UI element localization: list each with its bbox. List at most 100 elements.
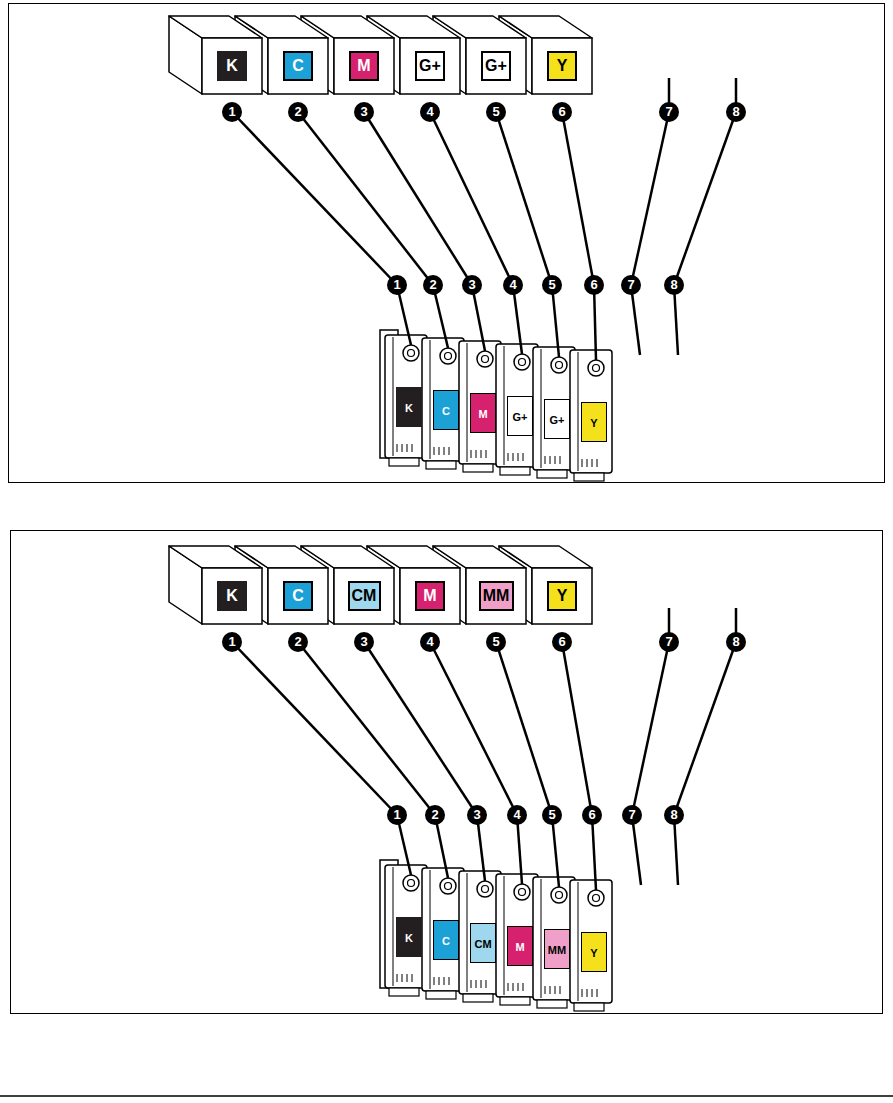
cartridge-cap xyxy=(408,350,415,357)
ink-box-front xyxy=(466,568,526,624)
cartridge-body xyxy=(570,350,612,473)
callout-number: 1 xyxy=(387,805,407,825)
cartridge-contact xyxy=(407,444,408,452)
cartridge-label: Y xyxy=(581,932,607,972)
cartridge-edge xyxy=(541,879,542,998)
callout-number: 5 xyxy=(542,805,562,825)
cartridge-body xyxy=(385,865,427,988)
cartridge-edge xyxy=(504,346,505,465)
leader-line xyxy=(674,112,736,285)
cartridge-edge xyxy=(467,343,468,462)
cartridge-edge xyxy=(578,352,579,471)
ink-label: CM xyxy=(348,581,381,611)
cartridge-foot xyxy=(463,994,493,1002)
cartridge-contact xyxy=(508,453,509,461)
cartridge-label: G+ xyxy=(544,399,570,439)
cartridge-body xyxy=(496,874,538,997)
cartridge-edge xyxy=(393,337,394,456)
callout-number: 3 xyxy=(462,275,482,295)
leader-line xyxy=(631,285,640,355)
leader-line xyxy=(364,642,477,815)
leader-line xyxy=(513,285,522,354)
cartridge-foot xyxy=(500,997,530,1005)
callout-number: 1 xyxy=(387,275,407,295)
cartridge-label: C xyxy=(433,390,459,430)
cartridge-contact xyxy=(555,986,556,994)
cartridge-contact xyxy=(434,447,435,455)
ink-letter: CM xyxy=(352,587,377,605)
callout-number: 3 xyxy=(354,632,374,652)
cartridge-contact xyxy=(397,974,398,982)
ink-letter: Y xyxy=(557,587,568,605)
cartridge-contact xyxy=(449,977,450,985)
ink-box-front xyxy=(532,568,592,624)
callout-number: 7 xyxy=(659,632,679,652)
ink-box-front xyxy=(202,38,262,94)
ink-box-top xyxy=(169,16,262,38)
cartridge-contact xyxy=(582,459,583,467)
cartridge-contact xyxy=(560,986,561,994)
ink-label: Y xyxy=(547,581,577,611)
ink-label: MM xyxy=(479,581,514,611)
leader-line xyxy=(364,112,472,285)
cartridge-cap xyxy=(588,360,604,376)
cartridge-contact xyxy=(545,986,546,994)
cartridge-contact xyxy=(508,983,509,991)
cartridge-contact xyxy=(481,980,482,988)
callout-number: 2 xyxy=(288,102,308,122)
cartridge-contact xyxy=(513,453,514,461)
callout-number: 4 xyxy=(420,102,440,122)
cartridge-contact xyxy=(486,450,487,458)
cartridge-contact xyxy=(523,453,524,461)
cartridge-contact xyxy=(597,989,598,997)
leader-line xyxy=(232,642,397,815)
leader-line xyxy=(592,815,596,890)
cartridge-contact xyxy=(545,456,546,464)
leader-line xyxy=(632,815,641,885)
callout-number: 7 xyxy=(621,275,641,295)
cartridge-contact xyxy=(412,444,413,452)
callout-number: 6 xyxy=(584,275,604,295)
callout-number: 4 xyxy=(420,632,440,652)
cartridge-cap xyxy=(445,353,452,360)
ink-label: C xyxy=(283,581,313,611)
ink-letter: K xyxy=(226,57,238,75)
callout-number: 5 xyxy=(486,102,506,122)
callout-number: 8 xyxy=(664,275,684,295)
ink-letter: M xyxy=(423,587,436,605)
cartridge-edge xyxy=(578,882,579,1001)
cartridge-cap xyxy=(588,890,604,906)
cartridge-cap xyxy=(551,357,567,373)
cartridge-contact xyxy=(582,989,583,997)
leader-line xyxy=(496,642,552,815)
leader-line xyxy=(552,285,559,357)
cartridge-cap xyxy=(556,362,563,369)
callout-number: 1 xyxy=(222,632,242,652)
cartridge-contact xyxy=(476,980,477,988)
cartridge-body xyxy=(422,868,464,991)
panel-frame xyxy=(11,531,883,1014)
leader-line xyxy=(632,642,669,815)
cartridge-contact xyxy=(550,456,551,464)
ink-label: G+ xyxy=(415,51,445,81)
ink-label: M xyxy=(349,51,379,81)
cartridge-cap xyxy=(593,895,600,902)
cartridge-foot xyxy=(537,1000,567,1008)
cartridge-cap xyxy=(519,359,526,366)
leader-line xyxy=(562,642,592,815)
cartridge-edge xyxy=(467,873,468,992)
cartridge-contact xyxy=(587,989,588,997)
cartridge-contact xyxy=(444,447,445,455)
cartridge-cap xyxy=(440,348,456,364)
cartridge-label: Y xyxy=(581,402,607,442)
callout-number: 8 xyxy=(726,102,746,122)
cartridge-cap xyxy=(551,887,567,903)
cartridge-foot xyxy=(426,461,456,469)
cartridge-foot xyxy=(389,458,419,466)
leader-line xyxy=(674,642,736,815)
ink-letter: K xyxy=(226,587,238,605)
cartridge-contact xyxy=(412,974,413,982)
cartridge-contact xyxy=(560,456,561,464)
cartridge-contact xyxy=(397,444,398,452)
